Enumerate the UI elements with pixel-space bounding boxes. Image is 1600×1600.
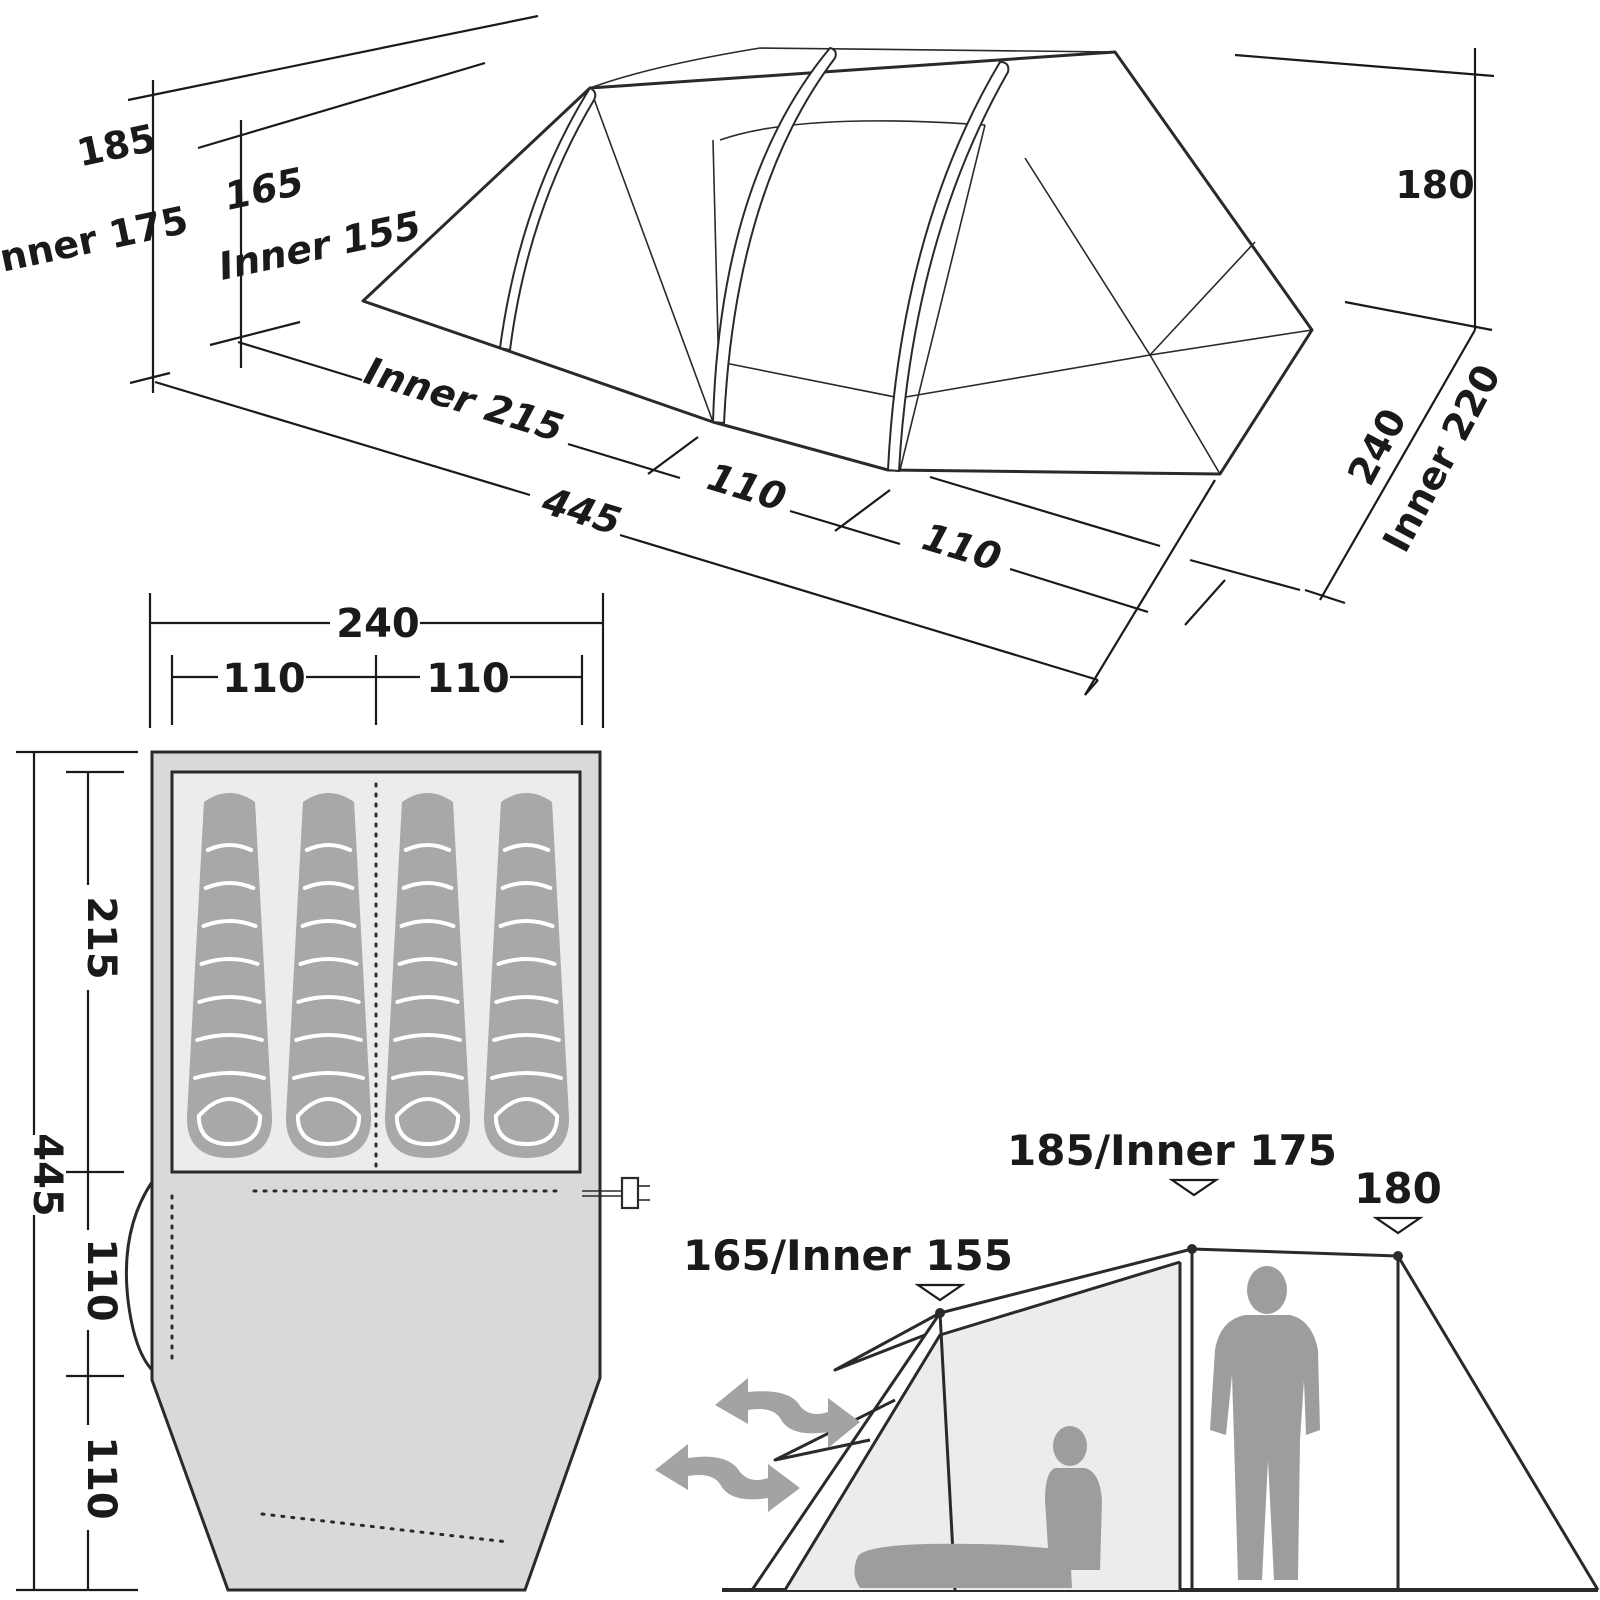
plan-length-segment-b: 110 [78, 1436, 124, 1520]
side-vestibule [785, 1335, 955, 1590]
standing-person-icon [1210, 1266, 1320, 1580]
perspective-height-main: 185 [73, 116, 160, 176]
side-main-height-label: 185/Inner 175 [1007, 1126, 1337, 1175]
side-front-height-marker [914, 1283, 966, 1302]
plan-length-dimensions [16, 750, 138, 1592]
electric-plug-icon [582, 1176, 650, 1210]
perspective-height-front-inner: Inner 155 [215, 203, 425, 289]
perspective-segment-b: 110 [917, 515, 1006, 580]
side-main-height-marker [1168, 1178, 1220, 1197]
sleeping-bag-icon [384, 793, 471, 1158]
plan-length-total: 445 [24, 1133, 70, 1217]
side-rear-height-marker [1372, 1216, 1424, 1235]
plan-length-inner: 215 [78, 896, 124, 980]
sleeping-bag-icon [186, 793, 273, 1158]
perspective-dimension-lines [127, 14, 1495, 696]
side-front-height-label: 165/Inner 155 [683, 1231, 1013, 1280]
plan-width-dimensions [148, 593, 605, 728]
sleeping-bag-icon [285, 793, 372, 1158]
perspective-height-main-inner: Inner 175 [0, 198, 192, 284]
side-inner-room [940, 1262, 1180, 1590]
perspective-view: 185 Inner 175 165 Inner 155 180 Inner 21… [0, 14, 1509, 696]
floor-plan: 240 110 110 215 445 110 110 [16, 593, 650, 1592]
perspective-poles [498, 46, 1010, 473]
sleeping-bag-icon [483, 793, 570, 1158]
plan-side-door [124, 1181, 154, 1372]
perspective-segment-a: 110 [702, 455, 791, 520]
perspective-inner-length: Inner 215 [359, 349, 568, 451]
perspective-height-rear: 180 [1395, 163, 1474, 207]
plan-front-seam [260, 1512, 510, 1544]
side-view: 185/Inner 175 180 165/Inner 155 [655, 1126, 1600, 1592]
perspective-height-front: 165 [221, 159, 308, 219]
perspective-width: 240 [1339, 402, 1415, 493]
ventilation-arrow-icon [655, 1378, 860, 1512]
side-rear-height-label: 180 [1354, 1164, 1442, 1213]
plan-width-left: 110 [222, 656, 306, 702]
sitting-person-icon [854, 1426, 1102, 1588]
plan-sleeping-bags [186, 793, 570, 1158]
plan-width-right: 110 [426, 656, 510, 702]
perspective-total-length: 445 [536, 478, 626, 544]
plan-width-total: 240 [336, 601, 420, 647]
plan-length-segment-a: 110 [78, 1238, 124, 1322]
